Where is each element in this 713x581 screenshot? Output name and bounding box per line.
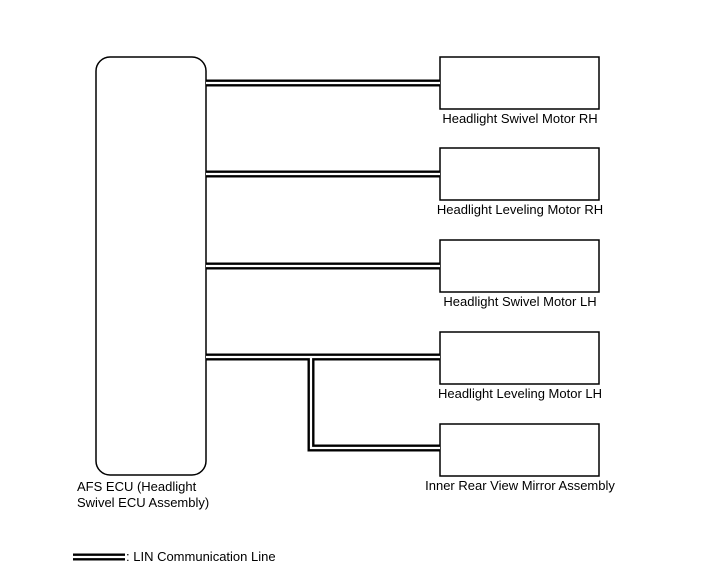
label-headlight-swivel-motor-rh: Headlight Swivel Motor RH (442, 111, 598, 126)
legend-label: : LIN Communication Line (126, 549, 276, 564)
headlight-swivel-motor-lh-box (439, 239, 600, 293)
label-headlight-leveling-motor-lh: Headlight Leveling Motor LH (437, 386, 603, 401)
label-inner-rear-view-mirror-assembly: Inner Rear View Mirror Assembly (425, 478, 615, 493)
label-headlight-leveling-motor-rh: Headlight Leveling Motor RH (436, 202, 604, 217)
inner-rear-view-mirror-assembly-box (439, 423, 600, 477)
headlight-leveling-motor-rh-box (439, 147, 600, 201)
lin-line-leveling-lh-and-mirror (206, 353, 440, 452)
label-afs-ecu-line2: Swivel ECU Assembly) (77, 495, 210, 510)
headlight-swivel-motor-rh-box (439, 56, 600, 110)
afs-ecu-box (95, 56, 207, 476)
headlight-leveling-motor-lh-box (439, 331, 600, 385)
label-headlight-swivel-motor-lh: Headlight Swivel Motor LH (443, 294, 597, 309)
label-afs-ecu-line1: AFS ECU (Headlight (77, 479, 197, 494)
